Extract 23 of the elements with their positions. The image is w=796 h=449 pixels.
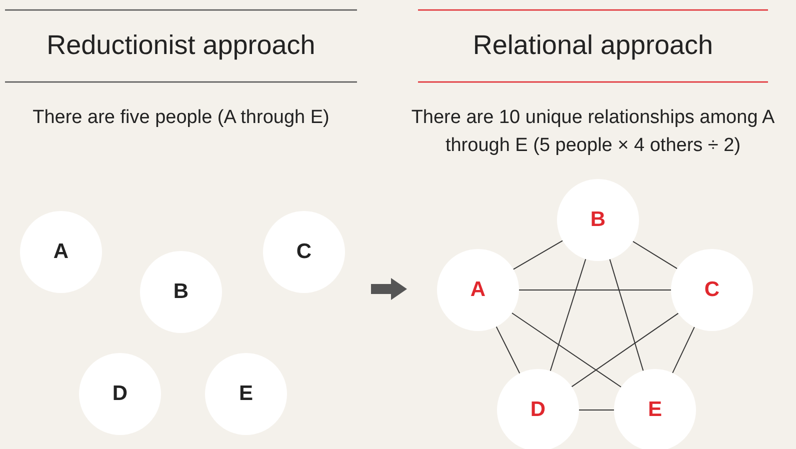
person-letter: D xyxy=(530,398,546,422)
connector-line xyxy=(632,240,678,270)
connector-line xyxy=(609,258,644,372)
person-letter: E xyxy=(238,382,253,406)
person-letter: A xyxy=(53,240,69,264)
approach-heading: Reductionist approach xyxy=(46,29,316,62)
person-letter: C xyxy=(704,278,720,302)
description-text: There are 10 unique relationships among A through E (5 people × 4 others ÷ 2) xyxy=(410,106,776,158)
person-letter: B xyxy=(173,280,189,304)
connector-line xyxy=(512,240,564,270)
connector-line xyxy=(571,312,679,388)
person-letter: A xyxy=(470,278,486,302)
transition-arrow xyxy=(371,278,407,300)
person-letter: B xyxy=(590,208,606,232)
connector-line xyxy=(511,312,622,388)
connector-line xyxy=(496,326,520,374)
connector-line xyxy=(550,258,586,372)
person-letter: E xyxy=(648,398,662,422)
description-text: There are five people (A through E) xyxy=(32,106,330,130)
approach-heading: Relational approach xyxy=(472,29,714,62)
person-letter: C xyxy=(296,240,312,264)
connector-line xyxy=(672,326,695,374)
person-letter: D xyxy=(112,382,128,406)
